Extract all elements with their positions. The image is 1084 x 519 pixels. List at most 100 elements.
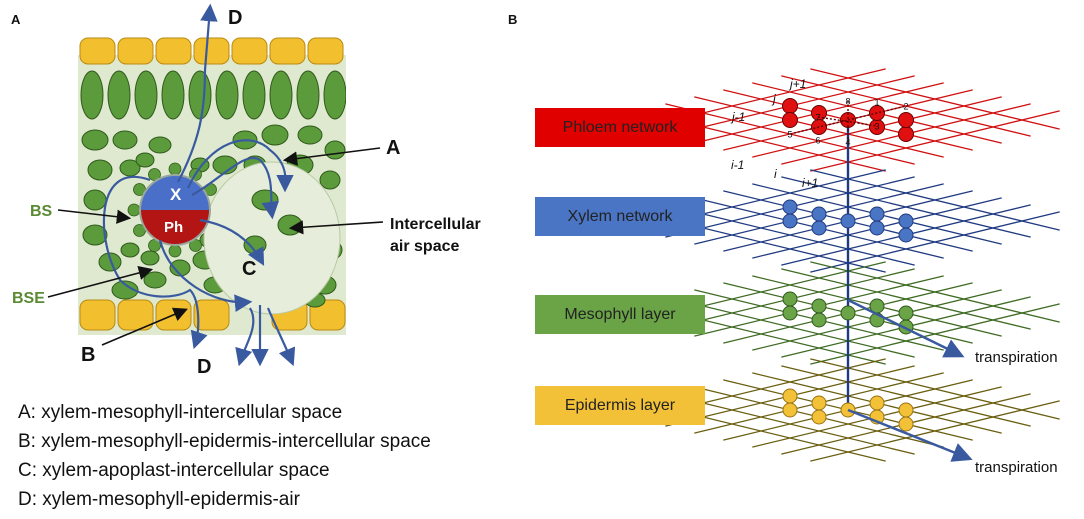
epidermis-cell — [193, 299, 230, 331]
flow-path-b — [102, 176, 208, 350]
phloem-half — [141, 210, 209, 244]
path-legend: A: xylem-mesophyll-intercellular space B… — [18, 398, 538, 514]
label-d-top: D — [228, 7, 242, 29]
spongy-cell — [81, 129, 109, 151]
grid-node — [898, 227, 914, 243]
bundle-sheath-cell — [168, 244, 182, 258]
grid-line — [781, 176, 1031, 238]
grid-node — [898, 112, 914, 128]
grid-node — [898, 402, 914, 418]
phloem-label: Ph — [164, 219, 183, 236]
spongy-cell — [297, 125, 323, 145]
grid-node — [898, 213, 914, 229]
epidermis-cell — [269, 37, 306, 65]
spongy-cell — [143, 271, 167, 289]
grid-label-j-minus-1: j-1 — [730, 110, 745, 124]
grid-node — [782, 388, 798, 404]
spongy-cell — [87, 159, 113, 181]
grid-node — [782, 291, 798, 307]
flow-path-stoma-right — [266, 307, 296, 367]
spongy-cell — [111, 280, 139, 300]
pointer-arrow-bse — [47, 265, 154, 298]
layer-box-xylem: Xylem network — [535, 197, 705, 236]
flow-path-stoma-left — [235, 307, 255, 367]
grid-label-j-plus-1: j+1 — [788, 77, 806, 91]
label-a: A — [386, 137, 400, 159]
grid-node — [811, 220, 827, 236]
epidermis-cell — [79, 299, 116, 331]
layer-box-epidermis: Epidermis layer — [535, 386, 705, 425]
epidermis-cell — [117, 37, 154, 65]
spongy-cell — [319, 170, 341, 190]
grid-line — [810, 303, 1060, 365]
spongy-cell — [135, 152, 155, 168]
phloem-node-number: 5 — [787, 130, 792, 140]
pointer-arrow-b — [101, 307, 188, 346]
grid-label-i-minus-1: i-1 — [731, 158, 744, 172]
spongy-cell — [112, 130, 138, 150]
spongy-cell — [277, 214, 303, 236]
grid-line — [810, 211, 1060, 273]
epidermis-cell — [117, 299, 154, 331]
pointer-arrow-bs — [57, 209, 132, 224]
grid-node — [811, 409, 827, 425]
grid-node — [869, 206, 885, 222]
flow-path-a2 — [191, 157, 279, 220]
palisade-cell — [134, 70, 158, 120]
label-c: C — [242, 258, 256, 280]
spongy-cell — [83, 189, 107, 211]
bundle-sheath-cell — [127, 203, 141, 217]
xylem-half — [141, 176, 209, 210]
spongy-cell — [82, 224, 108, 246]
grid-line — [810, 358, 1060, 420]
grid-line — [810, 110, 1060, 172]
layer-box-mesophyll: Mesophyll layer — [535, 295, 705, 334]
grid-node — [811, 312, 827, 328]
leaf-cross-section: X Ph D A C B D BS BSE Intercellular air … — [12, 3, 481, 378]
pointer-arrow-air-space — [288, 220, 384, 235]
grid-node — [782, 213, 798, 229]
palisade-cell — [107, 70, 131, 120]
grid-node — [869, 395, 885, 411]
legend-item-c: C: xylem-apoplast-intercellular space — [18, 460, 330, 481]
grid-line — [781, 268, 1031, 330]
epidermis-cell — [155, 37, 192, 65]
grid-node — [782, 112, 798, 128]
bundle-sheath-cell — [168, 162, 182, 176]
label-d-bottom: D — [197, 356, 211, 378]
palisade-cell — [188, 70, 212, 120]
intercellular-air-space — [203, 161, 341, 315]
epidermis-cell — [79, 37, 116, 65]
phloem-node-number: 1 — [874, 98, 879, 108]
spongy-cell — [261, 124, 289, 146]
phloem-node-number: 4 — [845, 138, 850, 148]
transpiration-label-mesophyll: transpiration — [975, 349, 1058, 366]
spongy-cell — [140, 250, 160, 266]
panel-b-letter: B — [508, 12, 518, 27]
grid-node — [898, 305, 914, 321]
label-bse: BSE — [12, 290, 45, 307]
spongy-cell — [251, 189, 279, 211]
palisade-cell — [80, 70, 104, 120]
epidermis-cell — [231, 37, 268, 65]
palisade-cell — [161, 70, 185, 120]
water-flow-paths — [102, 3, 296, 367]
flow-path-b2 — [158, 239, 253, 312]
layer-grids — [636, 68, 1060, 462]
xylem-label: X — [170, 185, 182, 204]
epidermis-cell — [193, 37, 230, 65]
palisade-cell — [215, 70, 239, 120]
phloem-node-number: 2 — [903, 102, 908, 112]
grid-node — [782, 199, 798, 215]
flow-path-a — [187, 139, 294, 193]
grid-node — [840, 305, 856, 321]
grid-label-i: i — [774, 167, 777, 181]
phloem-node-number: 3 — [874, 122, 879, 132]
grid-node — [811, 395, 827, 411]
grid-line — [810, 169, 1060, 231]
grid-node — [811, 298, 827, 314]
spongy-cell — [148, 136, 172, 154]
epidermis-cell — [309, 299, 346, 331]
label-air-space: air space — [390, 238, 459, 255]
